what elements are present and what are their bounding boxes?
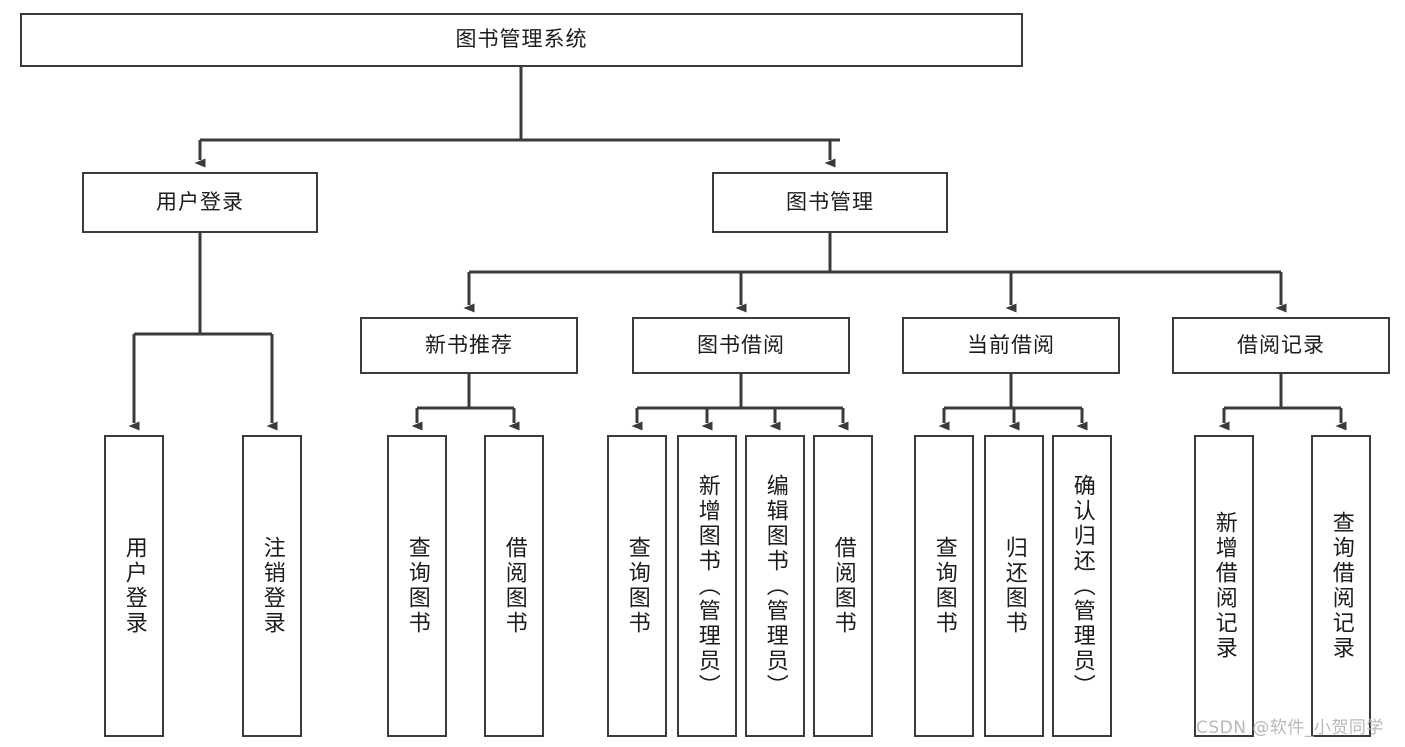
node-leaf-query-record-label: 查询借阅记录	[1328, 511, 1354, 661]
node-leaf-query-book-3[interactable]: 查询图书	[914, 435, 974, 737]
node-leaf-query-book-1-label: 查询图书	[404, 536, 430, 636]
node-root[interactable]: 图书管理系统	[20, 13, 1023, 67]
node-leaf-query-book-2-label: 查询图书	[624, 536, 650, 636]
node-user-login[interactable]: 用户登录	[82, 172, 318, 233]
node-leaf-return-book[interactable]: 归还图书	[984, 435, 1044, 737]
node-leaf-confirm-return-label: 确认归还（管理员）	[1069, 473, 1095, 699]
node-leaf-edit-book-label: 编辑图书（管理员）	[762, 473, 788, 699]
node-leaf-return-book-label: 归还图书	[1001, 536, 1027, 636]
node-leaf-add-book[interactable]: 新增图书（管理员）	[677, 435, 737, 737]
node-leaf-user-logout-label: 注销登录	[259, 536, 285, 636]
node-borrow-record-label: 借阅记录	[1237, 332, 1325, 357]
node-current-borrow[interactable]: 当前借阅	[902, 317, 1120, 374]
node-new-book-rec-label: 新书推荐	[425, 332, 513, 357]
node-book-manage-label: 图书管理	[786, 189, 874, 214]
node-leaf-add-record-label: 新增借阅记录	[1211, 511, 1237, 661]
watermark-text: CSDN @软件_小贺同学	[1196, 718, 1384, 738]
node-leaf-user-login[interactable]: 用户登录	[104, 435, 164, 737]
node-leaf-query-book-3-label: 查询图书	[931, 536, 957, 636]
node-leaf-borrow-book-2[interactable]: 借阅图书	[813, 435, 873, 737]
node-book-borrow-label: 图书借阅	[697, 332, 785, 357]
node-book-manage[interactable]: 图书管理	[712, 172, 948, 233]
node-user-login-label: 用户登录	[156, 189, 244, 214]
node-new-book-rec[interactable]: 新书推荐	[360, 317, 578, 374]
node-borrow-record[interactable]: 借阅记录	[1172, 317, 1390, 374]
node-leaf-query-record[interactable]: 查询借阅记录	[1311, 435, 1371, 737]
node-leaf-query-book-1[interactable]: 查询图书	[387, 435, 447, 737]
node-leaf-borrow-book-1-label: 借阅图书	[501, 536, 527, 636]
node-leaf-borrow-book-1[interactable]: 借阅图书	[484, 435, 544, 737]
node-leaf-user-login-label: 用户登录	[121, 536, 147, 636]
node-book-borrow[interactable]: 图书借阅	[632, 317, 850, 374]
node-leaf-add-record[interactable]: 新增借阅记录	[1194, 435, 1254, 737]
node-root-label: 图书管理系统	[455, 27, 588, 52]
node-leaf-borrow-book-2-label: 借阅图书	[830, 536, 856, 636]
node-leaf-confirm-return[interactable]: 确认归还（管理员）	[1052, 435, 1112, 737]
node-leaf-add-book-label: 新增图书（管理员）	[694, 473, 720, 699]
node-leaf-user-logout[interactable]: 注销登录	[242, 435, 302, 737]
node-leaf-query-book-2[interactable]: 查询图书	[607, 435, 667, 737]
node-current-borrow-label: 当前借阅	[967, 332, 1055, 357]
node-leaf-edit-book[interactable]: 编辑图书（管理员）	[745, 435, 805, 737]
